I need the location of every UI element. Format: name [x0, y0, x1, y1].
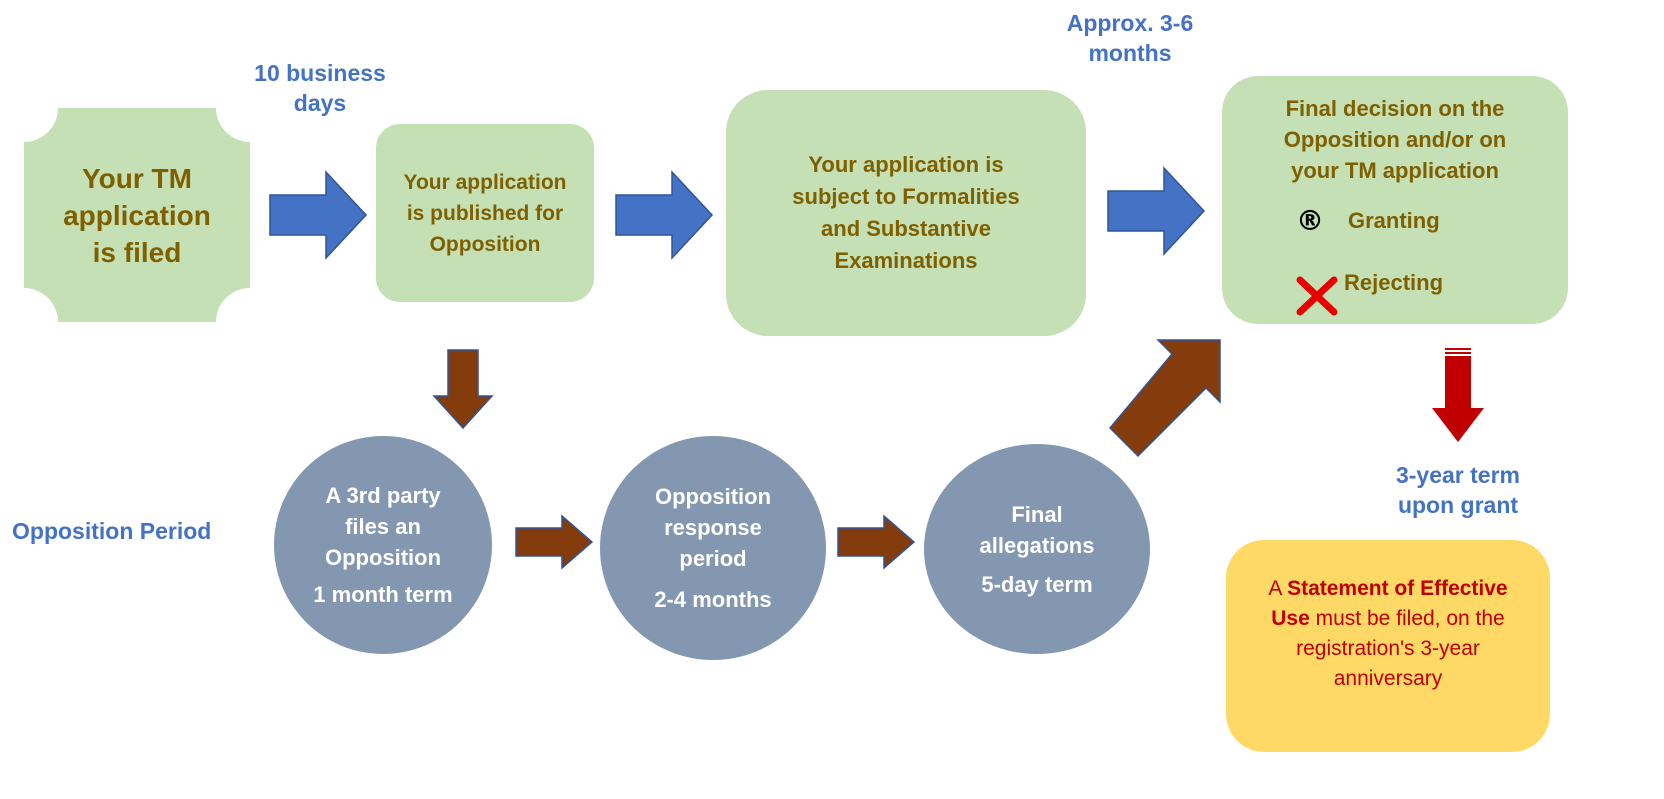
final-decision-line-2: Opposition and/or on — [1283, 127, 1507, 152]
response-line-3: period — [679, 546, 747, 571]
examination-line-4: Examinations — [834, 248, 978, 273]
brown-down-arrow — [432, 349, 494, 430]
granting-label: Granting — [1348, 208, 1440, 233]
third-party-line-2: files an — [345, 514, 421, 539]
brown-arrow-1 — [515, 514, 594, 570]
filed-step-text: Your TM application is filed — [24, 108, 250, 322]
opposition-period-label: Opposition Period — [12, 518, 212, 544]
brown-arrow-2 — [837, 514, 916, 570]
published-line-3: Opposition — [429, 232, 541, 256]
red-down-arrow — [1432, 348, 1484, 442]
statement-note-box: A Statement of Effective Use must be fil… — [1226, 540, 1550, 752]
filed-line-3: is filed — [92, 236, 182, 268]
published-line-1: Your application — [403, 170, 567, 194]
examination-line-1: Your application is — [808, 152, 1004, 177]
publication-duration-line-1: 10 business — [254, 60, 386, 86]
third-party-line-1: A 3rd party — [325, 483, 441, 508]
opposition-response-circle: Opposition response period 2-4 months — [600, 436, 826, 660]
final-allegations-term: 5-day term — [981, 571, 1093, 597]
registered-icon: ® — [1296, 204, 1324, 237]
blue-arrow-2 — [615, 170, 714, 260]
publication-duration-line-2: days — [293, 90, 347, 116]
reject-x-icon — [1296, 276, 1338, 316]
statement-suffix: must be filed, on the registration's 3-y… — [1296, 607, 1505, 690]
final-decision-line-3: your TM application — [1291, 158, 1499, 183]
rejecting-label: Rejecting — [1344, 270, 1444, 295]
brown-diagonal-arrow — [1108, 339, 1221, 458]
blue-arrow-3 — [1107, 166, 1206, 256]
third-party-opposition-circle: A 3rd party files an Opposition 1 month … — [274, 436, 492, 654]
filed-line-2: application — [63, 199, 211, 231]
third-party-term: 1 month term — [313, 582, 453, 607]
final-decision-text: Final decision on the Opposition and/or … — [1222, 93, 1568, 186]
examination-duration-label: Approx. 3-6 months — [1040, 8, 1220, 68]
published-line-2: is published for — [406, 201, 564, 225]
statement-highlight: Statement of Effective Use — [1271, 577, 1508, 630]
examination-step-box: Your application is subject to Formaliti… — [726, 90, 1086, 336]
publication-duration-label: 10 business days — [230, 58, 410, 118]
examination-line-2: subject to Formalities — [792, 184, 1020, 209]
final-decision-box: Final decision on the Opposition and/or … — [1222, 76, 1568, 324]
examination-line-3: and Substantive — [821, 216, 991, 241]
response-line-2: response — [664, 515, 762, 540]
response-term: 2-4 months — [654, 587, 772, 612]
filed-line-1: Your TM — [82, 162, 192, 194]
filed-box-shape — [24, 108, 250, 322]
final-allegations-line-1: Final — [1011, 501, 1063, 527]
published-step-box: Your application is published for Opposi… — [376, 124, 594, 302]
statement-prefix: A — [1268, 577, 1282, 600]
examination-duration-line-2: months — [1088, 40, 1172, 66]
examination-duration-line-1: Approx. 3-6 — [1066, 10, 1194, 36]
final-allegations-circle: Final allegations 5-day term — [924, 444, 1150, 654]
final-decision-line-1: Final decision on the — [1285, 96, 1505, 121]
term-upon-grant-label: 3-year term upon grant — [1366, 460, 1550, 520]
final-allegations-line-2: allegations — [979, 532, 1095, 558]
third-party-line-3: Opposition — [324, 545, 442, 570]
blue-arrow-1 — [269, 170, 368, 260]
response-line-1: Opposition — [654, 484, 772, 509]
term-upon-grant-line-1: 3-year term — [1395, 462, 1521, 488]
term-upon-grant-line-2: upon grant — [1397, 492, 1519, 518]
